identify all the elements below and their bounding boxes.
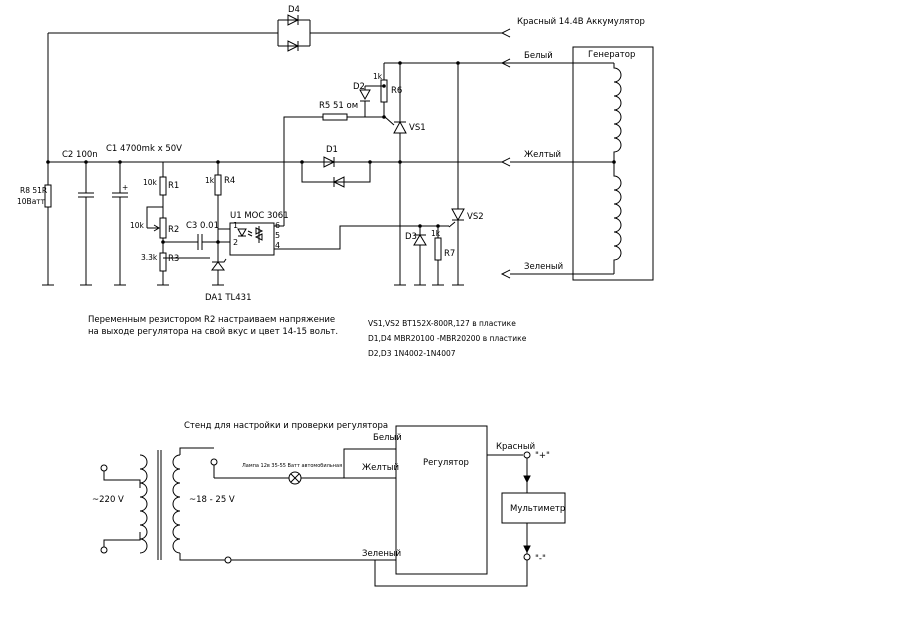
parts-line2: D1,D4 MBR20100 -MBR20200 в пластике <box>368 334 527 343</box>
r7-value: 1k <box>431 229 441 238</box>
u1-pin5: 5 <box>275 231 280 240</box>
transformer: ~220 V ~18 - 25 V <box>92 447 235 564</box>
r6-value: 1k <box>373 72 383 81</box>
vs2-label: VS2 <box>467 212 484 222</box>
divider-chain: 10k R1 10k R2 3.3k R3 <box>130 162 179 286</box>
da1-label: DA1 TL431 <box>205 293 251 303</box>
vs1-label: VS1 <box>409 123 426 133</box>
white-input-label: Белый <box>373 433 402 443</box>
regulator-label: Регулятор <box>423 458 469 468</box>
d4-label: D4 <box>288 5 300 15</box>
diode-d1: D1 <box>301 145 372 188</box>
resistor-r6: 1k R6 <box>373 63 402 117</box>
diode-d3: D3 <box>405 226 427 286</box>
c2-label: C2 100n <box>62 150 98 160</box>
green-label: Зеленый <box>524 262 563 272</box>
r5-label: R5 51 ом <box>319 101 358 111</box>
white-label: Белый <box>524 51 553 61</box>
r2-value: 10k <box>130 221 145 230</box>
r4-value: 1k <box>205 176 215 185</box>
battery-label: Красный 14.4В Аккумулятор <box>517 17 645 27</box>
terminal-green: Зеленый <box>500 262 614 279</box>
r1-value: 10k <box>143 178 158 187</box>
regulator-da1: DA1 TL431 <box>163 257 251 303</box>
parts-line3: D2,D3 1N4002-1N4007 <box>368 349 456 358</box>
u1-pin4: 4 <box>275 241 280 250</box>
r7-label: R7 <box>444 249 455 259</box>
capacitor-c3: C3 0.01 <box>163 221 219 250</box>
d2-label: D2 <box>353 82 365 92</box>
lamp-label: Лампа 12в 35-55 Ватт автомобильная <box>242 463 342 469</box>
lamp: Лампа 12в 35-55 Ватт автомобильная <box>214 463 344 485</box>
c1-label: C1 4700mk x 50V <box>106 144 182 154</box>
r6-label: R6 <box>391 86 402 96</box>
resistor-r7: 1k R7 <box>431 226 455 286</box>
green-input-label: Зеленый <box>362 549 401 559</box>
note-line1: Переменным резистором R2 настраиваем нап… <box>88 315 335 325</box>
r1-label: R1 <box>168 181 179 191</box>
capacitor-c1: + C1 4700mk x 50V <box>106 144 182 286</box>
yellow-label: Желтый <box>524 150 561 160</box>
capacitor-c2: C2 100n <box>62 150 98 286</box>
mains-label: ~220 V <box>92 495 124 505</box>
r8-power-label: 10Ватт <box>17 197 46 206</box>
test-stand-diagram: Стенд для настройки и проверки регулятор… <box>92 421 566 587</box>
parts-line1: VS1,VS2 BT152X-800R,127 в пластике <box>368 319 516 328</box>
generator-label: Генератор <box>588 50 635 60</box>
c1-plus: + <box>122 183 128 192</box>
terminal-battery: Красный 14.4В Аккумулятор <box>500 17 645 38</box>
d3-label: D3 <box>405 232 417 242</box>
d1-label: D1 <box>326 145 338 155</box>
yellow-input-label: Желтый <box>362 463 399 473</box>
multimeter-label: Мультиметр <box>510 504 565 514</box>
secondary-label: ~18 - 25 V <box>189 495 235 505</box>
battery-rail <box>47 19 502 162</box>
r2-label: R2 <box>168 225 179 235</box>
u1-pin1: 1 <box>233 221 238 230</box>
notes: Переменным резистором R2 настраиваем нап… <box>88 315 527 358</box>
diode-d4: D4 <box>287 5 300 52</box>
gate-drive-vs1: R5 51 ом <box>283 101 386 226</box>
r4-label: R4 <box>224 176 235 186</box>
r3-label: R3 <box>168 254 179 264</box>
thyristor-vs2: VS2 <box>448 63 484 286</box>
terminal-yellow: Желтый <box>500 150 561 167</box>
r3-value: 3.3k <box>141 253 158 262</box>
regulator-box: Регулятор <box>395 425 488 575</box>
optocoupler-u1: U1 MOC 3061 1 2 6 5 4 <box>218 211 289 256</box>
regulator-inputs: Белый Желтый Зеленый <box>231 433 402 561</box>
diode-d2: D2 <box>353 82 384 117</box>
u1-label: U1 MOC 3061 <box>230 211 289 221</box>
thyristor-vs1: VS1 <box>384 61 510 285</box>
minus-terminal-label: "-" <box>535 554 546 564</box>
c3-label: C3 0.01 <box>186 221 219 231</box>
stand-title: Стенд для настройки и проверки регулятор… <box>184 421 388 431</box>
u1-pin2: 2 <box>233 238 238 247</box>
regulator-outputs: Красный "+" Мультиметр "-" <box>374 442 566 587</box>
regulator-schematic: D4 Красный 14.4В Аккумулятор Белый Желты… <box>17 5 654 358</box>
r8-label: R8 51R <box>20 186 47 195</box>
resistor-r8: R8 51R 10Ватт <box>17 162 54 286</box>
plus-terminal-label: "+" <box>535 451 550 461</box>
note-line2: на выходе регулятора на свой вкус и цвет… <box>88 327 338 337</box>
red-output-label: Красный <box>496 442 535 452</box>
generator-box: Генератор <box>572 46 654 281</box>
